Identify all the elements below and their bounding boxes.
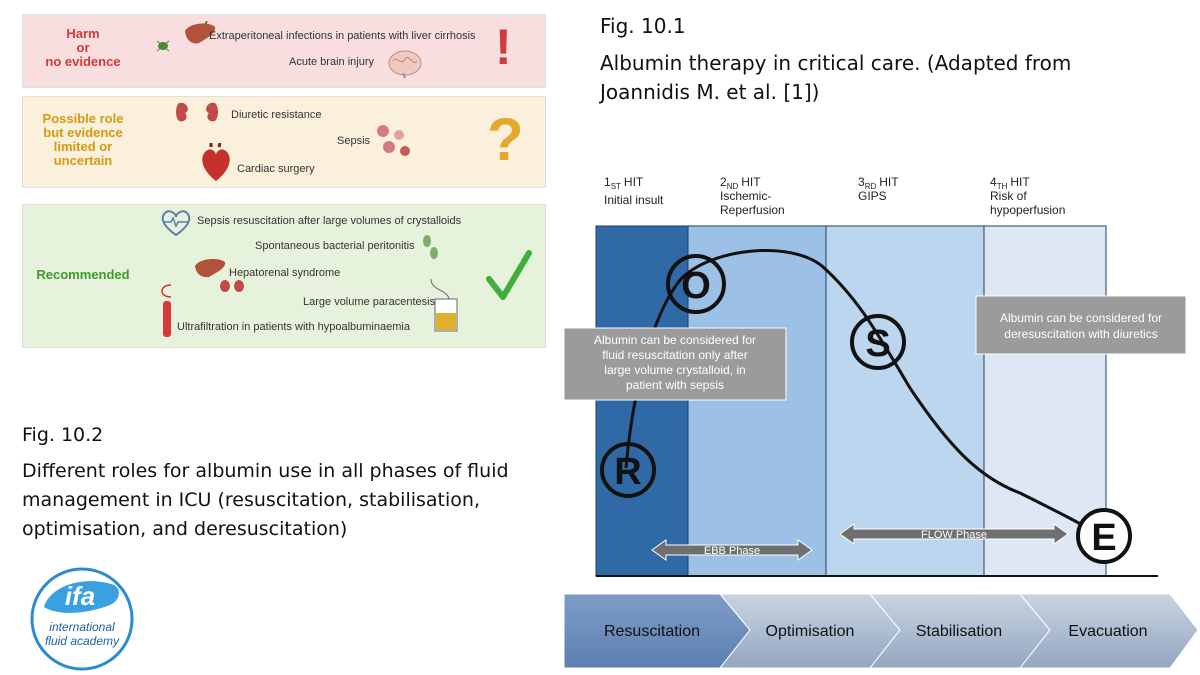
possible-title-line: Possible role [42, 111, 124, 126]
kidney-icon [220, 280, 244, 292]
possible-item: Diuretic resistance [231, 109, 322, 121]
liver-icon [185, 21, 216, 44]
letter-o: O [681, 265, 711, 307]
rose-curve [624, 249, 1106, 540]
phase-column-3 [825, 225, 985, 577]
hit-2-desc: Ischemic- [720, 189, 771, 203]
albumin-resuscitation-box [563, 327, 787, 401]
flow-phase-arrow [839, 523, 1069, 545]
flow-phase-label: FLOW Phase [921, 529, 987, 541]
heart-monitor-icon [161, 210, 191, 237]
letter-s-circle [850, 314, 906, 370]
possible-title-line: limited or [53, 139, 113, 154]
bacteria-icon [156, 40, 170, 52]
hit-4-desc: hypoperfusion [990, 203, 1065, 217]
hit-4-desc: Risk of [990, 189, 1027, 203]
ifa-logo: ifa international fluid academy [30, 567, 134, 671]
possible-item: Cardiac surgery [237, 163, 315, 175]
warning-mark: ! [495, 19, 512, 75]
recommended-band: Recommended Sepsis resuscitation after l… [22, 204, 546, 348]
fig-10-2-label: Fig. 10.2 [22, 424, 104, 446]
brain-icon [388, 50, 422, 79]
harm-item: Acute brain injury [289, 56, 374, 68]
harm-band: Harm or no evidence Extraperitoneal infe… [22, 14, 546, 88]
harm-title: Harm or no evidence [23, 27, 143, 69]
albumin-deresuscitation-box [975, 295, 1187, 355]
harm-title-line: no evidence [45, 54, 121, 69]
possible-title: Possible role but evidence limited or un… [23, 112, 143, 168]
possible-item: Sepsis [337, 135, 371, 147]
hit-2-desc: Reperfusion [720, 203, 785, 217]
recommended-item: Spontaneous bacterial peritonitis [255, 240, 415, 252]
box-left-line: Albumin can be considered for [594, 333, 756, 347]
fig-10-1-label: Fig. 10.1 [600, 14, 686, 38]
question-mark: ? [487, 106, 524, 173]
box-left-line: large volume crystalloid, in [604, 363, 745, 377]
possible-title-line: uncertain [53, 153, 113, 168]
ebb-phase-arrow [651, 539, 813, 561]
possible-role-band: Possible role but evidence limited or un… [22, 96, 546, 188]
germ-icon [423, 235, 438, 259]
hit-1-desc: Initial insult [604, 193, 664, 207]
letter-s: S [865, 323, 890, 365]
filter-icon [161, 284, 172, 337]
heart-icon [202, 143, 230, 181]
paracentesis-bottle-icon [430, 279, 458, 332]
kidney-icon [176, 102, 218, 122]
letter-e-circle [1076, 508, 1132, 564]
recommended-title-line: Recommended [36, 267, 130, 282]
box-left-line: patient with sepsis [626, 378, 724, 392]
recommended-item: Hepatorenal syndrome [229, 267, 341, 279]
letter-r-circle [600, 442, 656, 498]
box-right-line: deresuscitation with diuretics [1004, 327, 1157, 341]
harm-item: Extraperitoneal infections in patients w… [209, 30, 476, 42]
harm-title-line: Harm [66, 26, 100, 41]
blood-cells-icon [377, 125, 410, 156]
check-mark [486, 250, 532, 300]
recommended-item: Large volume paracentesis [303, 296, 436, 308]
phase-column-1 [595, 225, 689, 577]
letter-r: R [614, 451, 641, 493]
logo-mark: ifa [65, 581, 95, 611]
stage-label: Evacuation [1068, 623, 1147, 640]
ebb-phase-label: EBB Phase [704, 545, 760, 557]
liver-icon [195, 258, 226, 278]
box-right-line: Albumin can be considered for [1000, 311, 1162, 325]
fig-10-2-description: Different roles for albumin use in all p… [22, 460, 509, 540]
stage-label: Optimisation [766, 623, 855, 640]
stage-label: Resuscitation [604, 623, 700, 640]
logo-line1: international [49, 620, 115, 634]
possible-title-line: but evidence [43, 125, 123, 140]
stage-evacuation [1018, 593, 1199, 669]
letter-o-circle [666, 254, 726, 314]
recommended-title: Recommended [23, 268, 143, 282]
box-left-line: fluid resuscitation only after [602, 348, 747, 362]
logo-line2: fluid academy [45, 634, 120, 648]
fig-10-1-description: Albumin therapy in critical care. (Adapt… [600, 51, 1072, 104]
phase-column-2 [687, 225, 827, 577]
harm-title-line: or [76, 40, 90, 55]
letter-e: E [1091, 517, 1116, 559]
hit-3-desc: GIPS [858, 189, 887, 203]
stage-label: Stabilisation [916, 623, 1002, 640]
recommended-item: Sepsis resuscitation after large volumes… [197, 215, 462, 227]
recommended-item: Ultrafiltration in patients with hypoalb… [177, 321, 410, 333]
